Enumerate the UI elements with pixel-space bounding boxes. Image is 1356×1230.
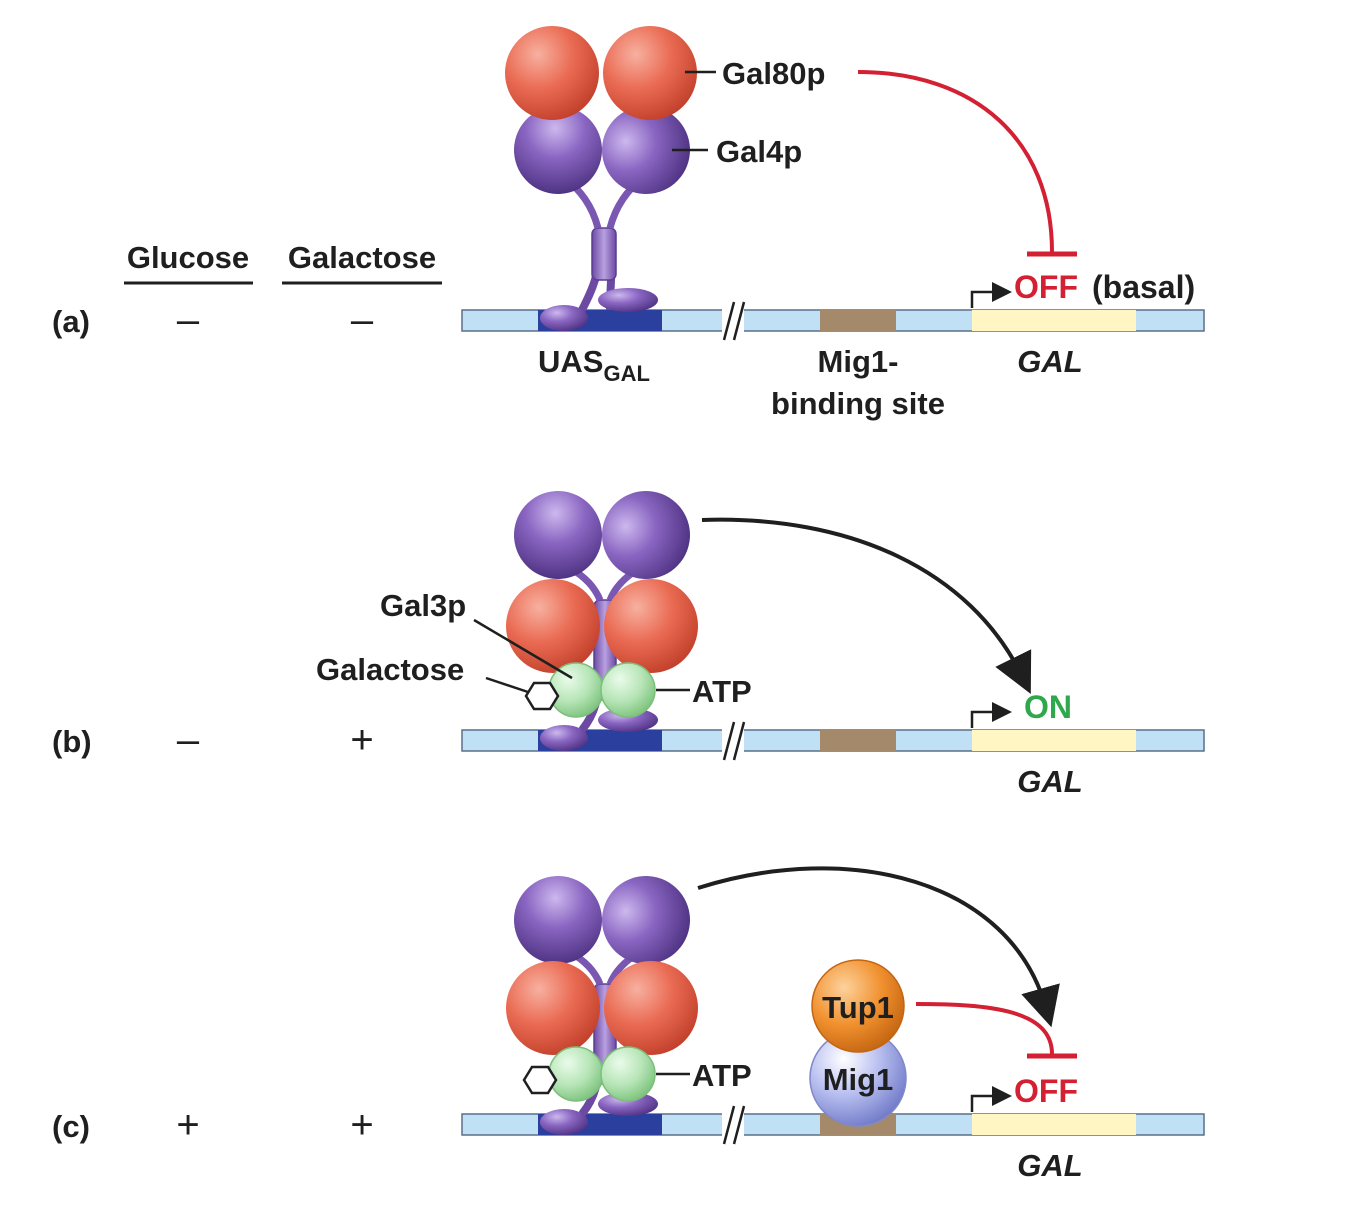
- header-glucose: Glucose: [127, 240, 249, 275]
- panel-a-label: (a): [52, 304, 90, 339]
- panel-b-state: ON: [1024, 689, 1072, 725]
- mig1-protein: Mig1: [809, 1029, 907, 1127]
- gal3p-dimer-c: [548, 1046, 656, 1102]
- panel-a: (a) – – G: [52, 26, 1205, 421]
- tup1-protein: Tup1: [811, 959, 905, 1053]
- panel-c: (c) + +: [52, 866, 1205, 1183]
- dna-strand-b: [461, 721, 1205, 761]
- mig1-label: Mig1: [823, 1062, 894, 1097]
- promoter-arrow-c: [970, 1086, 1012, 1112]
- panel-a-glucose-sign: –: [177, 298, 200, 342]
- mig1-site-label-line2: binding site: [771, 386, 945, 421]
- panel-c-label: (c): [52, 1109, 90, 1144]
- gal3p-label: Gal3p: [380, 588, 466, 623]
- galactose-hexagon-icon: [524, 681, 560, 711]
- gal80p-dimer-b: [506, 579, 698, 673]
- uas-gal-label: UASGAL: [538, 344, 650, 386]
- gal-gene: [972, 310, 1136, 331]
- gal4p-dimer-a: [514, 106, 690, 331]
- gal3p-dimer-b: [548, 662, 656, 718]
- tup1-repression-arrow: [915, 1002, 1054, 1055]
- galactose-hexagon-icon: [522, 1065, 558, 1095]
- tup1-label: Tup1: [822, 990, 894, 1025]
- gal80p-label: Gal80p: [722, 56, 825, 91]
- activation-arrow-b: [701, 517, 1032, 694]
- gal80p-dimer-c: [506, 961, 698, 1055]
- promoter-arrow-b: [970, 702, 1012, 728]
- mig1-site-label-line1: Mig1-: [818, 344, 899, 379]
- panel-a-gene-label: GAL: [1017, 344, 1082, 379]
- dna-break-mark: [722, 301, 736, 341]
- gal80p-repression-arrow: [857, 70, 1054, 253]
- panel-c-glucose-sign: +: [176, 1103, 199, 1147]
- promoter-arrow-a: [970, 282, 1012, 308]
- panel-b-glucose-sign: –: [177, 718, 200, 762]
- panel-a-state: OFF: [1014, 269, 1078, 305]
- mig1-binding-site: [820, 310, 896, 331]
- panel-c-state: OFF: [1014, 1073, 1078, 1109]
- activation-arrow-c: [697, 866, 1060, 1028]
- panel-a-state-suffix: (basal): [1092, 269, 1195, 305]
- atp-label-b: ATP: [692, 674, 752, 709]
- gal4p-subunit-left: [514, 106, 602, 194]
- panel-c-gene-label: GAL: [1017, 1148, 1082, 1183]
- panel-b-gene-label: GAL: [1017, 764, 1082, 799]
- panel-c-galactose-sign: +: [350, 1103, 373, 1147]
- header-galactose: Galactose: [288, 240, 436, 275]
- panel-b: (b) – +: [52, 491, 1205, 799]
- gal4p-label: Gal4p: [716, 134, 802, 169]
- atp-label-c: ATP: [692, 1058, 752, 1093]
- panel-b-galactose-sign: +: [350, 718, 373, 762]
- galactose-label: Galactose: [316, 652, 464, 687]
- gal4p-subunit-right: [602, 106, 690, 194]
- gal80p-dimer-a: [505, 26, 697, 120]
- panel-a-galactose-sign: –: [351, 298, 374, 342]
- panel-b-label: (b): [52, 724, 92, 759]
